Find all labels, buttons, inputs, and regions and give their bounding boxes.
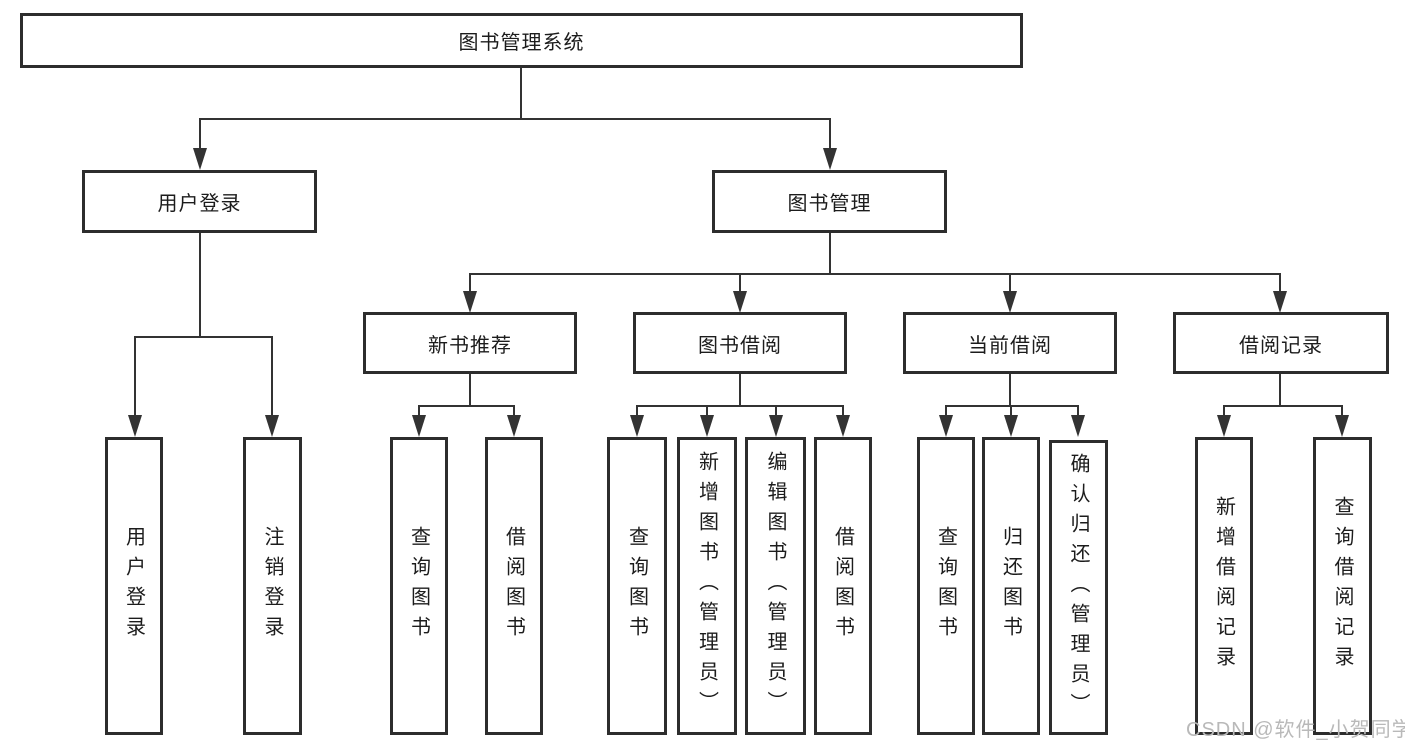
leaf-edit-books-admin: 编辑图书（管理员） bbox=[745, 437, 806, 735]
node-label: 图书管理系统 bbox=[458, 32, 585, 54]
arrow-down-icon bbox=[463, 291, 477, 313]
arrow-down-icon bbox=[412, 415, 426, 437]
arrow-down-icon bbox=[769, 415, 783, 437]
node-label: 借阅图书 bbox=[502, 526, 525, 646]
arrow-down-icon bbox=[193, 148, 207, 170]
leaf-user-login: 用户登录 bbox=[105, 437, 163, 735]
leaf-borrow-books: 借阅图书 bbox=[814, 437, 872, 735]
connector-line bbox=[1009, 374, 1011, 407]
node-label: 查询图书 bbox=[407, 526, 430, 646]
connector-line bbox=[418, 405, 515, 407]
node-book-management: 图书管理 bbox=[712, 170, 947, 233]
connector-line bbox=[1341, 405, 1343, 417]
connector-line bbox=[829, 233, 831, 275]
leaf-query-books-borrow: 查询图书 bbox=[607, 437, 667, 735]
leaf-add-borrow-record: 新增借阅记录 bbox=[1195, 437, 1253, 735]
node-label: 新增借阅记录 bbox=[1212, 496, 1235, 676]
arrow-down-icon bbox=[836, 415, 850, 437]
leaf-query-books-recommend: 查询图书 bbox=[390, 437, 448, 735]
connector-line bbox=[636, 405, 844, 407]
connector-line bbox=[829, 118, 831, 150]
node-library-management-system: 图书管理系统 bbox=[20, 13, 1023, 68]
connector-line bbox=[945, 405, 1079, 407]
connector-line bbox=[469, 374, 471, 407]
arrow-down-icon bbox=[1335, 415, 1349, 437]
node-label: 借阅图书 bbox=[831, 526, 854, 646]
arrow-down-icon bbox=[507, 415, 521, 437]
connector-line bbox=[199, 233, 201, 336]
connector-line bbox=[1077, 405, 1079, 417]
connector-line bbox=[271, 336, 273, 417]
node-label: 归还图书 bbox=[999, 526, 1022, 646]
node-label: 图书管理 bbox=[787, 193, 872, 215]
connector-line bbox=[739, 374, 741, 407]
connector-line bbox=[134, 336, 273, 338]
arrow-down-icon bbox=[128, 415, 142, 437]
connector-line bbox=[1009, 273, 1011, 293]
leaf-query-books-current: 查询图书 bbox=[917, 437, 975, 735]
connector-line bbox=[469, 273, 471, 293]
node-label: 用户登录 bbox=[122, 526, 145, 646]
arrow-down-icon bbox=[1071, 415, 1085, 437]
connector-line bbox=[520, 68, 522, 118]
node-user-login: 用户登录 bbox=[82, 170, 317, 233]
connector-line bbox=[418, 405, 420, 417]
node-label: 编辑图书（管理员） bbox=[764, 451, 786, 721]
node-label: 确认归还（管理员） bbox=[1067, 452, 1089, 723]
arrow-down-icon bbox=[1003, 291, 1017, 313]
connector-line bbox=[1223, 405, 1343, 407]
connector-line bbox=[945, 405, 947, 417]
connector-line bbox=[775, 405, 777, 417]
node-borrow-records: 借阅记录 bbox=[1173, 312, 1389, 374]
leaf-query-borrow-record: 查询借阅记录 bbox=[1313, 437, 1372, 735]
node-label: 查询图书 bbox=[934, 526, 957, 646]
connector-line bbox=[842, 405, 844, 417]
arrow-down-icon bbox=[823, 148, 837, 170]
node-new-book-recommend: 新书推荐 bbox=[363, 312, 577, 374]
leaf-borrow-books-recommend: 借阅图书 bbox=[485, 437, 543, 735]
leaf-confirm-return-admin: 确认归还（管理员） bbox=[1049, 440, 1108, 735]
node-label: 用户登录 bbox=[157, 193, 242, 215]
connector-line bbox=[739, 273, 741, 293]
leaf-add-books-admin: 新增图书（管理员） bbox=[677, 437, 737, 735]
node-label: 注销登录 bbox=[261, 526, 283, 646]
arrow-down-icon bbox=[700, 415, 714, 437]
connector-line bbox=[1279, 273, 1281, 293]
node-label: 借阅记录 bbox=[1239, 334, 1323, 357]
connector-line bbox=[706, 405, 708, 417]
node-label: 当前借阅 bbox=[968, 334, 1052, 357]
arrow-down-icon bbox=[939, 415, 953, 437]
arrow-down-icon bbox=[1004, 415, 1018, 437]
node-current-borrow: 当前借阅 bbox=[903, 312, 1117, 374]
connector-line bbox=[134, 336, 136, 417]
connector-line bbox=[199, 118, 831, 120]
arrow-down-icon bbox=[1273, 291, 1287, 313]
arrow-down-icon bbox=[630, 415, 644, 437]
connector-line bbox=[1223, 405, 1225, 417]
node-label: 查询借阅记录 bbox=[1331, 496, 1353, 676]
connector-line bbox=[1279, 374, 1281, 407]
leaf-return-books: 归还图书 bbox=[982, 437, 1040, 735]
node-label: 新增图书（管理员） bbox=[695, 451, 718, 721]
connector-line bbox=[1010, 405, 1012, 417]
connector-line bbox=[513, 405, 515, 417]
csdn-watermark: CSDN @软件_小贺同学 bbox=[1186, 719, 1405, 741]
arrow-down-icon bbox=[733, 291, 747, 313]
leaf-logout: 注销登录 bbox=[243, 437, 302, 735]
arrow-down-icon bbox=[265, 415, 279, 437]
connector-line bbox=[469, 273, 1281, 275]
connector-line bbox=[636, 405, 638, 417]
arrow-down-icon bbox=[1217, 415, 1231, 437]
node-label: 查询图书 bbox=[625, 526, 648, 646]
node-label: 新书推荐 bbox=[428, 334, 512, 357]
node-book-borrow: 图书借阅 bbox=[633, 312, 847, 374]
connector-line bbox=[199, 118, 201, 150]
node-label: 图书借阅 bbox=[698, 334, 782, 357]
